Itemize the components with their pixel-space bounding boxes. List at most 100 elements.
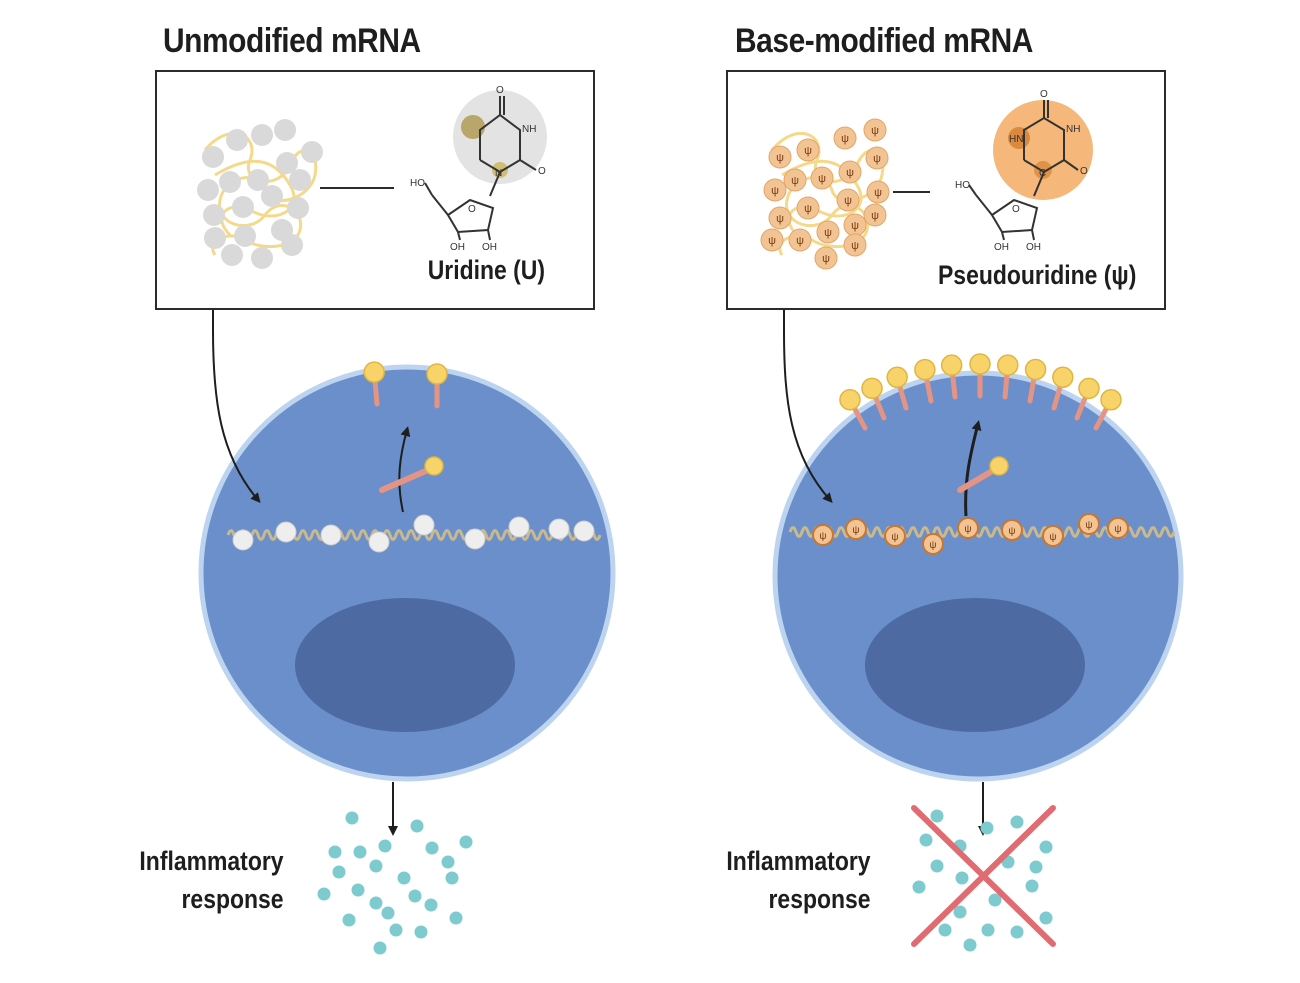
- uridine-nucleotide: [301, 141, 323, 163]
- uridine-nh: NH: [522, 124, 536, 135]
- left-coil-nucleotides: [197, 119, 323, 269]
- cytokine-dot: [441, 855, 455, 869]
- psi-glyph: ψ: [804, 203, 812, 215]
- cytokine-dot: [963, 938, 977, 952]
- pseudouridine-nucleotide: [814, 246, 838, 270]
- right-translation-arrow: [964, 420, 982, 517]
- uridine-nucleotide: [508, 516, 530, 538]
- uridine-o-right: O: [538, 166, 546, 177]
- protein-head: [940, 354, 963, 376]
- pseudouridine-nucleotide: [863, 203, 887, 227]
- uridine-nucleotide: [275, 521, 297, 543]
- uridine-nucleotide: [368, 531, 390, 553]
- cytokine-dot: [955, 871, 969, 885]
- psi-glyph: ψ: [818, 173, 826, 185]
- cytokine-dot: [1010, 815, 1024, 829]
- left-nascent-protein-head: [424, 456, 444, 476]
- uridine-nucleotide: [203, 204, 225, 226]
- psi-glyph: ψ: [796, 235, 804, 247]
- pseudouridine-nucleotide: [957, 517, 979, 539]
- cytokine-dot: [1039, 911, 1053, 925]
- psi-glyph: ψ: [873, 153, 881, 165]
- right-response-label: Inflammatory response: [727, 842, 871, 918]
- uridine-nucleotide: [464, 528, 486, 550]
- cytokine-dot: [459, 835, 473, 849]
- protein-head: [1078, 377, 1100, 400]
- right-nucleus: [865, 598, 1085, 732]
- uridine-nucleotide: [274, 119, 296, 141]
- uridine-nucleotide: [573, 520, 595, 542]
- cytokine-dot: [980, 821, 994, 835]
- psi-glyph: ψ: [929, 540, 936, 551]
- pseudouridine-c: C: [1039, 168, 1046, 179]
- pseudouridine-nucleotide: [922, 533, 944, 555]
- cytokine-dot: [369, 859, 383, 873]
- right-response-line2: response: [768, 884, 871, 914]
- pseudouridine-nucleotide: [833, 126, 857, 150]
- left-nucleus: [295, 598, 515, 732]
- psi-glyph: ψ: [851, 240, 859, 252]
- uridine-nucleotide: [219, 171, 241, 193]
- cytokine-dot: [425, 841, 439, 855]
- uridine-oh-1: OH: [450, 242, 465, 253]
- right-response-line1: Inflammatory: [726, 846, 871, 876]
- left-translation-arrow: [398, 426, 411, 513]
- uridine-nucleotide: [289, 169, 311, 191]
- uridine-n1-highlight: [492, 162, 508, 178]
- psi-glyph: ψ: [852, 525, 859, 536]
- protein-head: [914, 358, 936, 381]
- psi-glyph: ψ: [824, 227, 832, 239]
- cytokine-dot: [345, 811, 359, 825]
- uridine-nucleotide: [234, 225, 256, 247]
- psi-glyph: ψ: [844, 195, 852, 207]
- pseudouridine-oh-1: OH: [994, 242, 1009, 253]
- pseudouridine-ho: HO: [955, 180, 970, 191]
- pseudouridine-label: Pseudouridine (ψ): [937, 260, 1136, 290]
- uridine-n1: N: [495, 168, 502, 179]
- cytokine-dot: [424, 898, 438, 912]
- uridine-nucleotide: [247, 169, 269, 191]
- pseudouridine-o-right: O: [1080, 166, 1088, 177]
- pseudouridine-nucleotide: [812, 524, 834, 546]
- pseudouridine-c-highlight: [1034, 161, 1052, 179]
- uridine-label: Uridine (U): [427, 255, 545, 285]
- pseudouridine-nucleotide: [1078, 513, 1100, 535]
- uridine-structure: O NH O N O HO OH OH: [410, 85, 547, 253]
- cytokine-dot: [919, 833, 933, 847]
- cytokine-dot: [445, 871, 459, 885]
- uridine-c5-highlight: [461, 115, 485, 139]
- psi-glyph: ψ: [1008, 526, 1015, 537]
- uridine-o-top: O: [496, 85, 504, 96]
- cytokine-dot: [378, 839, 392, 853]
- protein-head: [839, 388, 861, 411]
- psi-glyph: ψ: [1085, 520, 1092, 531]
- uridine-nucleotide: [197, 179, 219, 201]
- uridine-base-highlight: [453, 90, 547, 184]
- pseudouridine-nucleotide: [1001, 519, 1023, 541]
- uridine-oh-2: OH: [482, 242, 497, 253]
- cytokine-dot: [953, 905, 967, 919]
- pseudouridine-nucleotide: [796, 138, 820, 162]
- pseudouridine-sugar-o: O: [1012, 204, 1020, 215]
- cytokine-dot: [1029, 860, 1043, 874]
- left-response-line1: Inflammatory: [139, 846, 284, 876]
- pseudouridine-nucleotide: [863, 118, 887, 142]
- pseudouridine-nucleotide: [783, 168, 807, 192]
- psi-glyph: ψ: [791, 175, 799, 187]
- pseudouridine-nucleotide: [796, 196, 820, 220]
- cytokine-dot: [938, 923, 952, 937]
- psi-glyph: ψ: [776, 213, 784, 225]
- right-nascent-protein-head: [989, 456, 1009, 476]
- left-response-line2: response: [181, 884, 284, 914]
- left-entry-arrow: [212, 310, 261, 504]
- protein-head: [1024, 358, 1047, 381]
- pseudouridine-hn: HN: [1009, 134, 1023, 145]
- cytokine-dot: [408, 889, 422, 903]
- right-panel-title: Base-modified mRNA: [735, 22, 1033, 60]
- cytokine-dot: [1010, 925, 1024, 939]
- uridine-nucleotide: [320, 524, 342, 546]
- psi-glyph: ψ: [871, 125, 879, 137]
